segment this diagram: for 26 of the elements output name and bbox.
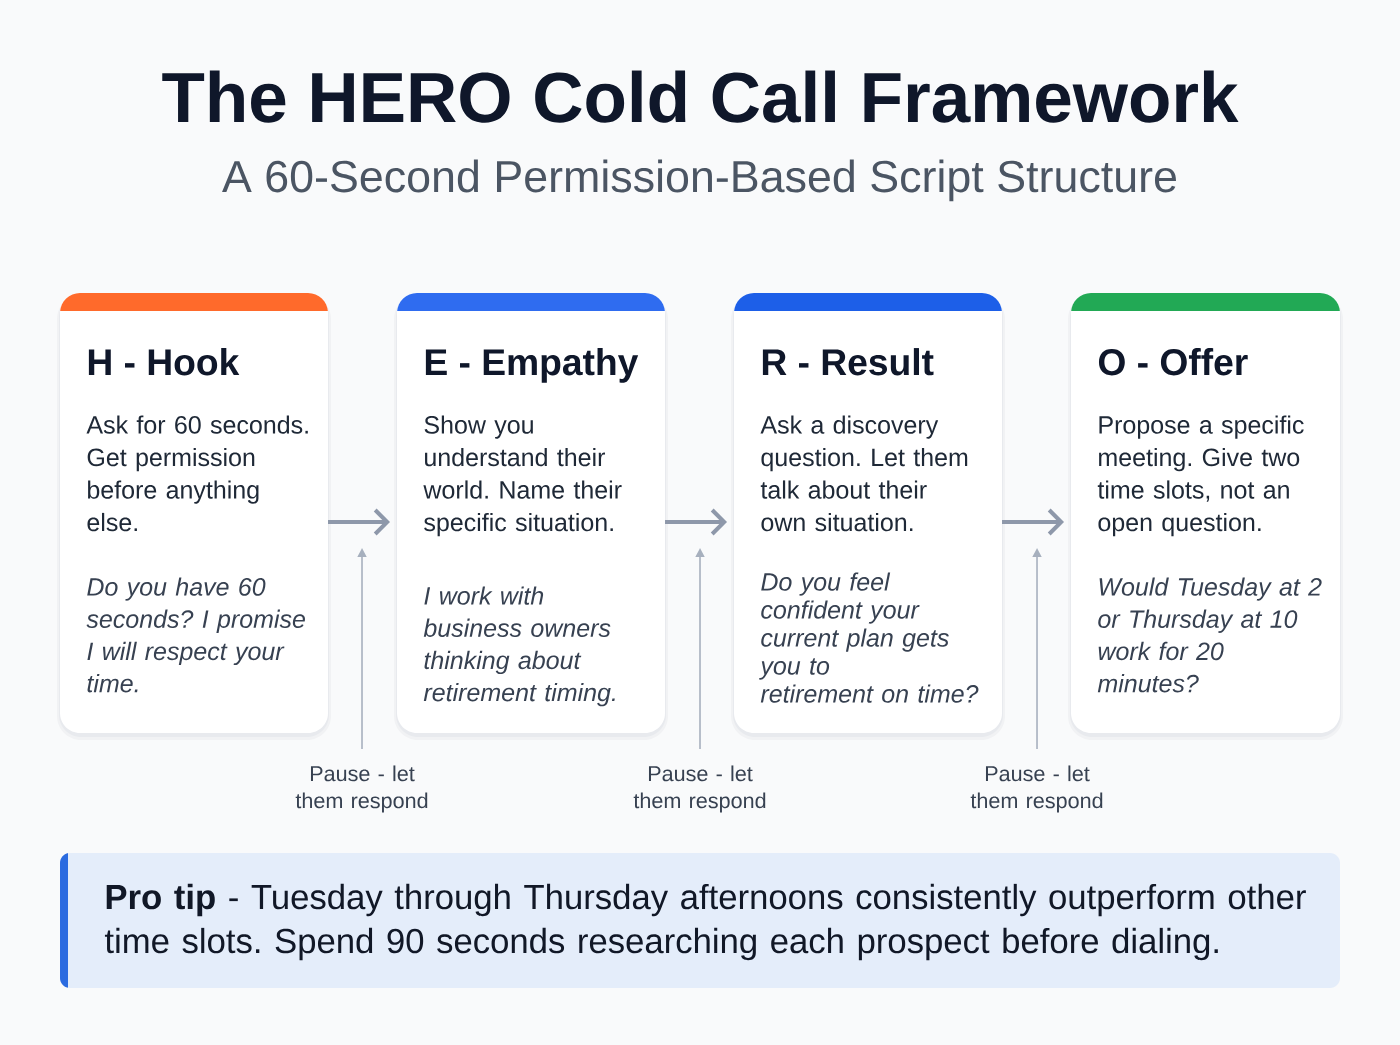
example-script: I work with business owners thinking about retirement timing. [423,586,615,707]
tip-box [60,853,1340,988]
step-description: Ask for 60 seconds. Get permission before anything else. [86,415,308,532]
example-script: Would Tuesday at 2 or Thursday at 10 work for 20 minutes? [1097,577,1322,693]
step-card [1068,293,1343,740]
arrow [665,508,727,536]
step-card [394,293,668,740]
pause-note: Pause - let them respond [970,765,1103,813]
step-description: Ask a discovery question. Let them talk about their own situation. [760,415,968,532]
step-card [57,293,331,740]
card-heading: E - Empathy [425,348,639,383]
arrow [328,508,390,536]
step-card [731,293,1005,740]
example-script: Do you have 60 seconds? I promise I will respect your time. [86,577,305,693]
pause-note: Pause - let them respond [295,765,428,813]
arrow [1002,508,1064,536]
step-description: Propose a specific meeting. Give two time slots, not an open question. [1097,415,1304,537]
card-heading: O - Offer [1098,348,1248,376]
pause-note: Pause - let them respond [633,765,766,813]
step-description: Show you understand their world. Name their specific situation. [423,415,622,537]
example-script: Do you feel confident your current plan gets you to retirement on time? [759,572,979,703]
card-heading: R - Result [762,348,934,376]
tip-text: Pro tip - Tuesday through Thursday afternoons consistently outperform other time slots. Spend 90 seconds researching each prospect before dialing. [104,883,1306,961]
subtitle: A 60-Second Permission-Based Script Structure [222,159,1176,202]
title: The HERO Cold Call Framework [162,70,1239,123]
card-heading: H - Hook [88,348,240,376]
